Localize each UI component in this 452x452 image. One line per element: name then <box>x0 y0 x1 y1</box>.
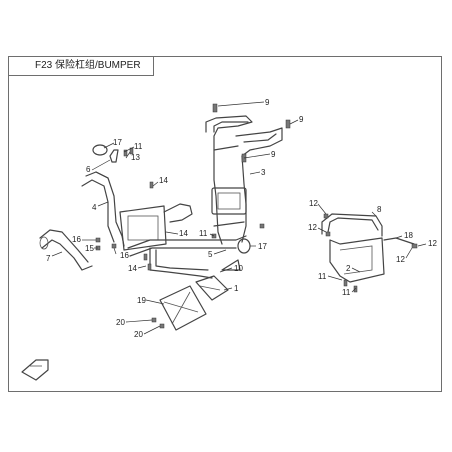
callout-12: 12 <box>308 223 317 232</box>
callout-20: 20 <box>116 318 125 327</box>
callout-11: 11 <box>342 288 351 297</box>
part-3-upper-frame <box>205 103 291 245</box>
bolt-9-right <box>285 119 291 129</box>
callout-20: 20 <box>134 330 143 339</box>
callout-12: 12 <box>396 255 405 264</box>
part-19-plate <box>159 285 207 331</box>
part-4-left-frame <box>81 171 193 251</box>
callout-14: 14 <box>179 229 188 238</box>
callout-17: 17 <box>258 242 267 251</box>
callout-11: 11 <box>318 272 327 281</box>
callout-5: 5 <box>208 250 213 259</box>
callout-4: 4 <box>92 203 97 212</box>
callout-12: 12 <box>309 199 318 208</box>
callout-numbers: 9 9 9 17 6 11 13 3 14 4 12 8 14 12 16 15… <box>46 98 437 339</box>
callout-2: 2 <box>346 264 351 273</box>
part-6-link <box>109 149 119 163</box>
front-direction-arrow-icon <box>21 359 49 381</box>
diagram-frame <box>8 56 442 392</box>
callout-14: 14 <box>159 176 168 185</box>
bolt-9-top-left <box>212 103 218 113</box>
callout-17: 17 <box>113 138 122 147</box>
callout-9: 9 <box>265 98 270 107</box>
part-2-right-bracket <box>329 237 385 283</box>
callout-10: 10 <box>234 264 243 273</box>
callout-11: 11 <box>134 142 143 151</box>
part-1-bracket <box>195 275 229 301</box>
diagram-title: F23 保险杠组/BUMPER <box>8 56 154 76</box>
callout-8: 8 <box>377 205 382 214</box>
callout-16: 16 <box>120 251 129 260</box>
callout-11: 11 <box>199 229 208 238</box>
part-5-lower-crossbar <box>127 235 247 279</box>
callout-9: 9 <box>299 115 304 124</box>
part-8-right-bar <box>321 213 383 237</box>
callout-3: 3 <box>261 168 266 177</box>
callout-15: 15 <box>85 244 94 253</box>
callout-9: 9 <box>271 150 276 159</box>
part-7-lower-tube <box>39 229 93 271</box>
callout-13: 13 <box>131 153 140 162</box>
leader-lines <box>51 101 427 335</box>
callout-12: 12 <box>428 239 437 248</box>
callout-19: 19 <box>137 296 146 305</box>
part-10-gusset <box>221 259 241 271</box>
callout-16: 16 <box>72 235 81 244</box>
callout-1: 1 <box>234 284 239 293</box>
callout-6: 6 <box>86 165 91 174</box>
callout-18: 18 <box>404 231 413 240</box>
callout-14: 14 <box>128 264 137 273</box>
callout-7: 7 <box>46 254 51 263</box>
